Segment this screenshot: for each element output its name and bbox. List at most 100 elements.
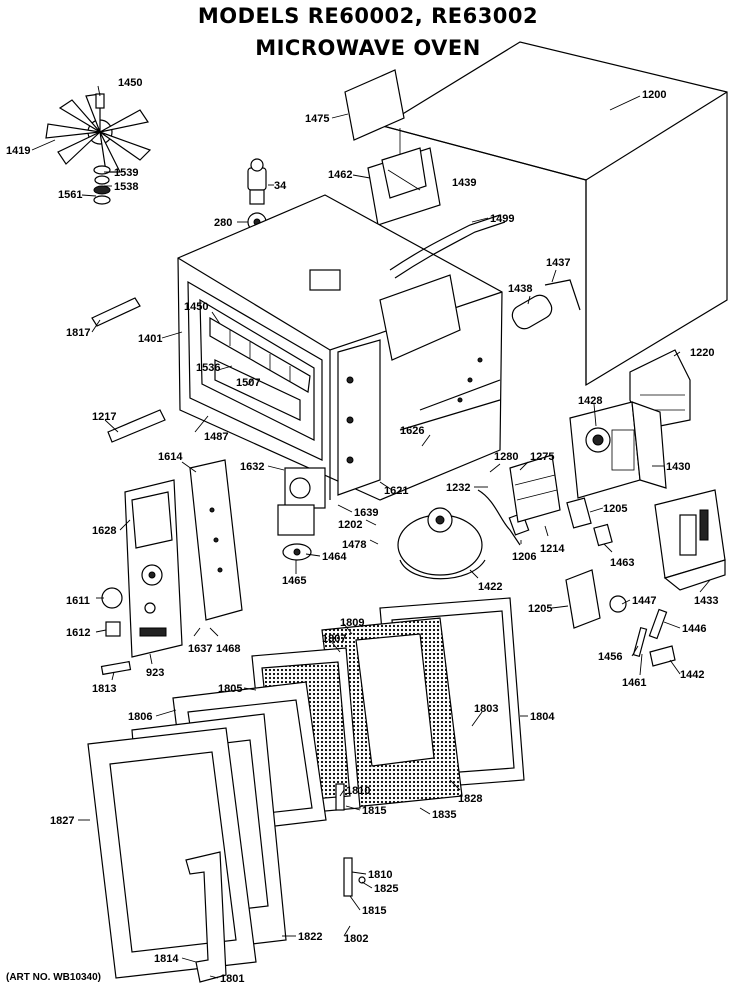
latch-spring-part (358, 876, 366, 884)
callout-1437: 1437 (546, 257, 570, 269)
callout-1805: 1805 (218, 683, 242, 695)
callout-1810-upper: 1810 (346, 785, 370, 797)
callout-1815-lower: 1815 (362, 905, 386, 917)
callout-1450-cavity: 1450 (184, 301, 208, 313)
callout-1463: 1463 (610, 557, 634, 569)
diagram-title-product: MICROWAVE OVEN (255, 36, 481, 60)
callout-1612: 1612 (66, 627, 90, 639)
callout-1507: 1507 (236, 377, 260, 389)
door-screen-part (321, 617, 463, 809)
door-front-frame-part (87, 727, 257, 979)
callout-1621: 1621 (384, 485, 408, 497)
relay-part (277, 467, 326, 536)
callout-1626: 1626 (400, 425, 424, 437)
callout-1637: 1637 (188, 643, 212, 655)
control-panel-part (124, 479, 183, 658)
stirrer-motor-part (247, 158, 267, 232)
callout-1632: 1632 (240, 461, 264, 473)
callout-labels: 1450 1419 1539 1538 1561 34 280 1475 146… (6, 77, 718, 985)
blower-motor-part (397, 507, 486, 580)
outer-cabinet-part (381, 41, 728, 387)
callout-1827: 1827 (50, 815, 74, 827)
callout-1220: 1220 (690, 347, 714, 359)
callout-34: 34 (274, 180, 287, 192)
callout-1280: 1280 (494, 451, 518, 463)
callout-1205-upper: 1205 (603, 503, 627, 515)
callout-1628: 1628 (92, 525, 116, 537)
diagram-title-models: MODELS RE60002, RE63002 (197, 4, 539, 28)
screw-part (632, 626, 648, 658)
callout-1803: 1803 (474, 703, 498, 715)
callout-1446: 1446 (682, 623, 706, 635)
cover-plate-part (344, 69, 405, 141)
callout-1539: 1539 (114, 167, 138, 179)
air-duct-part (367, 147, 441, 226)
callout-1813: 1813 (92, 683, 116, 695)
interlock-switch-part (566, 497, 592, 529)
callout-1214: 1214 (540, 543, 565, 555)
callout-1462: 1462 (328, 169, 352, 181)
callout-1202: 1202 (338, 519, 362, 531)
magnetron-part (569, 401, 667, 499)
timer-knob-part (101, 587, 123, 609)
callout-1433: 1433 (694, 595, 718, 607)
callout-1464: 1464 (322, 551, 347, 563)
callout-1401: 1401 (138, 333, 162, 345)
callout-1538: 1538 (114, 181, 138, 193)
callout-1802: 1802 (344, 933, 368, 945)
mounting-bracket-part (91, 297, 141, 327)
callout-1825: 1825 (374, 883, 398, 895)
latch-bracket-part (107, 409, 166, 443)
hinge-part (343, 857, 353, 897)
callout-1801: 1801 (220, 973, 244, 985)
callout-1817: 1817 (66, 327, 90, 339)
callout-1536: 1536 (196, 362, 220, 374)
callout-1428: 1428 (578, 395, 602, 407)
stirrer-fan-part (45, 93, 152, 205)
leader-lines (31, 85, 711, 979)
callout-1809: 1809 (340, 617, 364, 629)
callout-1422: 1422 (478, 581, 502, 593)
callout-1206: 1206 (512, 551, 536, 563)
callout-1447: 1447 (632, 595, 656, 607)
callout-1475: 1475 (305, 113, 329, 125)
callout-1438: 1438 (508, 283, 532, 295)
callout-1275: 1275 (530, 451, 554, 463)
fuse-holder-part (282, 543, 312, 561)
callout-1200: 1200 (642, 89, 666, 101)
callout-1442: 1442 (680, 669, 704, 681)
door-button-part (100, 660, 132, 676)
callout-923: 923 (146, 667, 164, 679)
hinge-pin-part (335, 783, 345, 811)
callout-280: 280 (214, 217, 232, 229)
callout-1611: 1611 (66, 595, 90, 607)
callout-1450-top: 1450 (118, 77, 142, 89)
callout-1822: 1822 (298, 931, 322, 943)
callout-1639: 1639 (354, 507, 378, 519)
art-number: (ART NO. WB10340) (6, 972, 101, 983)
callout-1815-upper: 1815 (362, 805, 386, 817)
latch-lever-part (648, 608, 668, 640)
callout-1806: 1806 (128, 711, 152, 723)
capacitor-part (511, 279, 581, 330)
oven-chassis-part (177, 194, 503, 501)
callout-1499: 1499 (490, 213, 514, 225)
transformer-part (654, 489, 726, 591)
callout-1461: 1461 (622, 677, 646, 689)
panel-bracket-part (189, 459, 243, 621)
callout-1232: 1232 (446, 482, 470, 494)
callout-1439: 1439 (452, 177, 476, 189)
callout-1614: 1614 (158, 451, 183, 463)
monitor-switch-part (593, 523, 613, 547)
callout-1419: 1419 (6, 145, 30, 157)
switch-bracket-part (509, 454, 561, 523)
callout-1478: 1478 (342, 539, 366, 551)
wire-harness-part (389, 214, 506, 279)
callout-1561: 1561 (58, 189, 82, 201)
callout-1465: 1465 (282, 575, 306, 587)
power-cord-part (477, 489, 521, 546)
spring-clip-part (649, 645, 676, 667)
callout-1430: 1430 (666, 461, 690, 473)
switch-assembly-part (565, 569, 627, 629)
